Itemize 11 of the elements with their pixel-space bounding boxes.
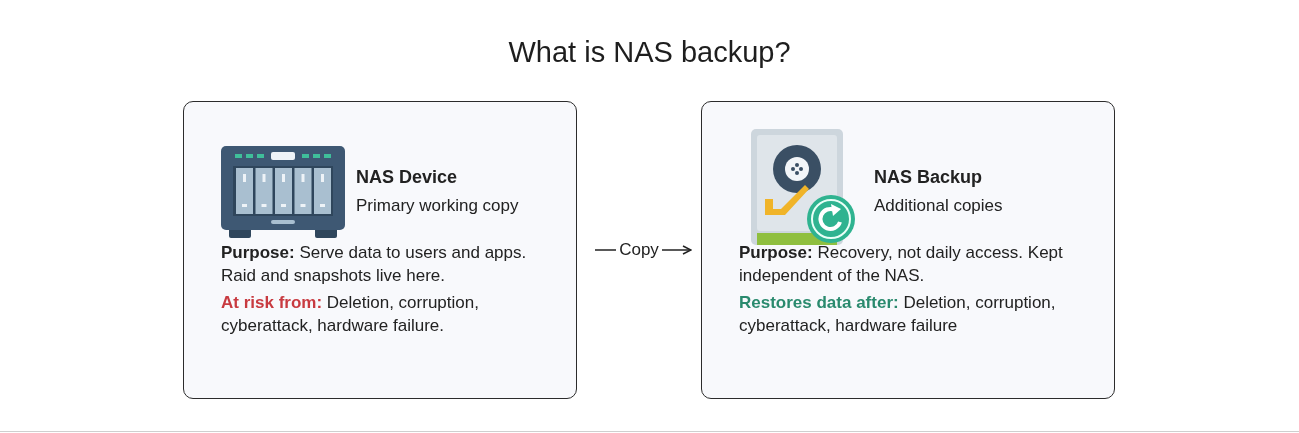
purpose-text: Purpose: Recovery, not daily access. Kept independent of the NAS.: [739, 242, 1064, 287]
card-heading: NAS Device: [356, 166, 459, 189]
card-subtitle: Additional copies: [874, 195, 1004, 217]
info-card: [701, 101, 1115, 399]
purpose-text: Purpose: Serve data to users and apps. Raid and snapshots live here.: [221, 242, 528, 287]
info-card: [183, 101, 577, 399]
note-text: At risk from: Deletion, corruption, cyberattack, hardware failure.: [221, 292, 480, 337]
note-text: Restores data after: Deletion, corruption, cyberattack, hardware failure: [739, 292, 1057, 337]
card-subtitle: Primary working copy: [356, 195, 520, 217]
card-heading: NAS Backup: [874, 166, 984, 189]
title: What is NAS backup?: [507, 36, 792, 69]
